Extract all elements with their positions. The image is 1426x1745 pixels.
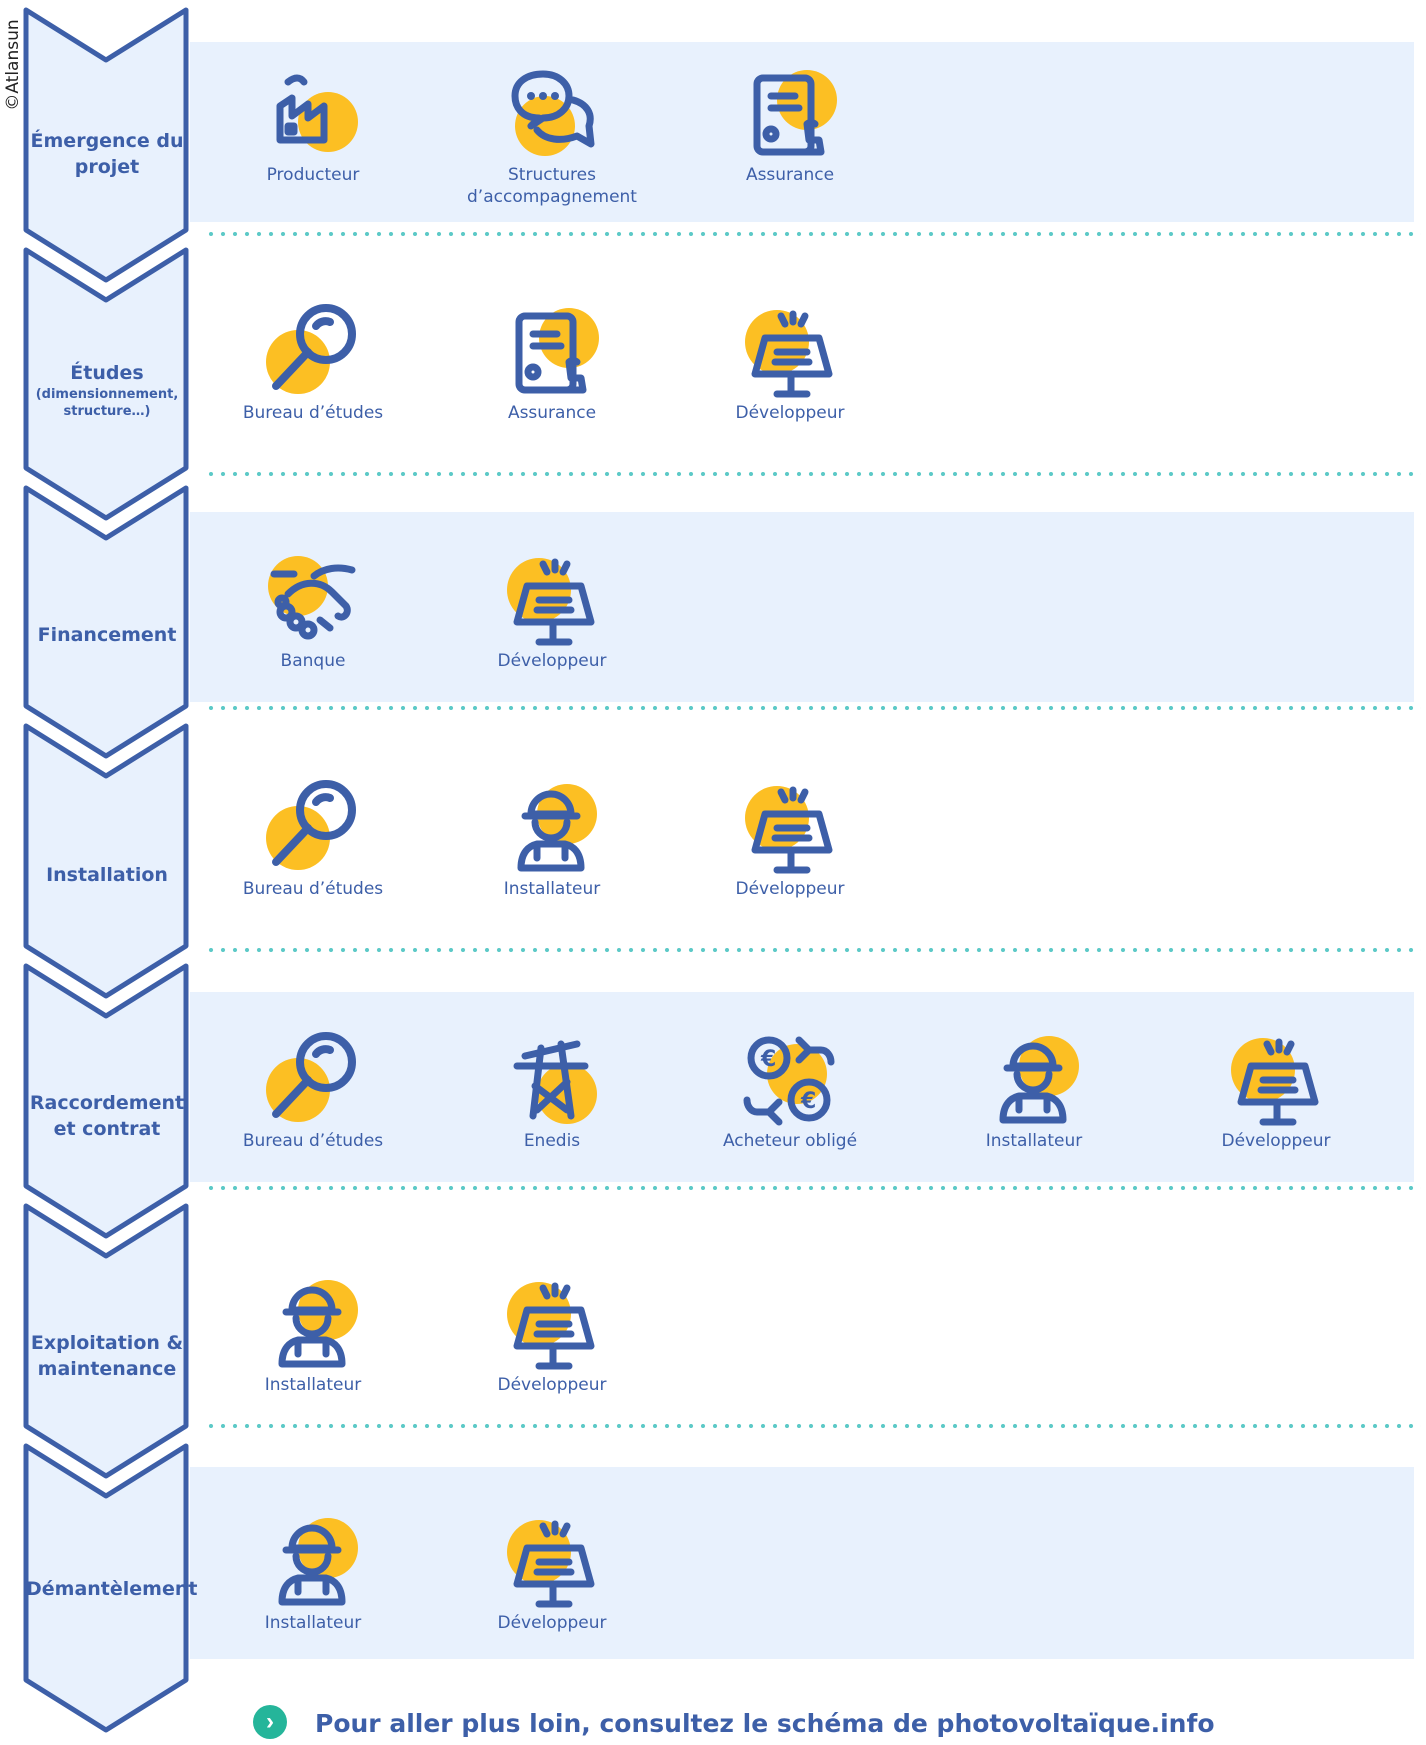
chevron-step-4 [23, 723, 189, 999]
actor-name: Développeur [735, 403, 845, 423]
actor-name: Installateur [985, 1131, 1083, 1151]
actor-card: Développeur [670, 774, 910, 900]
separator [205, 948, 1421, 952]
actor-card: Bureau d’études [193, 298, 433, 424]
actor-card: Structures d’accompagnement [432, 60, 672, 208]
actor-name: Acheteur obligé [722, 1131, 858, 1151]
actor-name: Développeur [497, 651, 607, 671]
actor-card: Développeur [432, 1508, 672, 1634]
stage-label: Installation [46, 864, 168, 886]
actor-name: Développeur [497, 1613, 607, 1633]
actor-card: Développeur [670, 298, 910, 424]
chevron-step-5 [23, 963, 189, 1239]
factory-icon [258, 60, 368, 170]
process-chevrons [23, 7, 189, 1733]
actor-name: Producteur [266, 165, 360, 185]
stage-band-3 [190, 512, 1414, 702]
actor-name: Enedis [523, 1131, 581, 1151]
magnifier-icon [258, 298, 368, 408]
chevron-step-2 [23, 247, 189, 521]
actor-card: Installateur [193, 1508, 433, 1634]
contract-stamp-icon [735, 60, 845, 170]
actor-name: Bureau d’études [242, 403, 384, 423]
actor-name: Bureau d’études [242, 879, 384, 899]
actor-card: Bureau d’études [193, 774, 433, 900]
worker-icon [258, 1270, 368, 1380]
actor-name: Installateur [264, 1375, 362, 1395]
actor-name: Assurance [745, 165, 835, 185]
actor-card: Bureau d’études [193, 1026, 433, 1152]
worker-icon [258, 1508, 368, 1618]
further-info-text[interactable]: Pour aller plus loin, consultez le schém… [315, 1709, 1215, 1738]
actor-card: Assurance [432, 298, 672, 424]
chevron-step-7 [23, 1443, 189, 1733]
solar-panel-icon [735, 298, 845, 408]
stage-sublabel: (dimensionnement, structure…) [35, 387, 179, 419]
separator [205, 706, 1421, 710]
pylon-icon [497, 1026, 607, 1136]
chevron-step-6 [23, 1203, 189, 1479]
worker-icon [979, 1026, 1089, 1136]
actor-card: Banque [193, 546, 433, 672]
separator [205, 1186, 1421, 1190]
solar-panel-icon [497, 1270, 607, 1380]
stage-label: Financement [37, 624, 177, 646]
separator [205, 232, 1421, 236]
stage-band-7 [190, 1467, 1414, 1659]
solar-panel-icon [497, 1508, 607, 1618]
actor-name: Développeur [1221, 1131, 1331, 1151]
actor-card: Développeur [432, 546, 672, 672]
stage-label: Émergence du projet [30, 130, 184, 178]
actor-name: Bureau d’études [242, 1131, 384, 1151]
chevron-right-icon: › [253, 1705, 287, 1739]
magnifier-icon [258, 1026, 368, 1136]
stage-label: Exploitation & maintenance [30, 1332, 184, 1380]
actor-card: Producteur [193, 60, 433, 186]
actor-name: Développeur [735, 879, 845, 899]
actor-card: Développeur [1156, 1026, 1396, 1152]
actor-card: Développeur [432, 1270, 672, 1396]
separator [205, 472, 1421, 476]
actor-card: Assurance [670, 60, 910, 186]
stage-label: Démantèlement [26, 1578, 198, 1600]
actor-name: Structures d’accompagnement [467, 165, 637, 207]
contract-stamp-icon [497, 298, 607, 408]
further-info-link[interactable]: › Pour aller plus loin, consultez le sch… [253, 1705, 1215, 1745]
actor-card: Installateur [914, 1026, 1154, 1152]
solar-panel-icon [735, 774, 845, 884]
chevron-step-3 [23, 485, 189, 759]
actor-name: Installateur [264, 1613, 362, 1633]
actor-card: Installateur [432, 774, 672, 900]
magnifier-icon [258, 774, 368, 884]
speech-bubbles-icon [497, 60, 607, 170]
handshake-icon [258, 546, 368, 656]
actor-name: Installateur [503, 879, 601, 899]
chevron-step-1 [23, 7, 189, 283]
actor-card: Installateur [193, 1270, 433, 1396]
actor-name: Banque [280, 651, 346, 671]
solar-panel-icon [1221, 1026, 1331, 1136]
solar-panel-icon [497, 546, 607, 656]
euro-exchange-icon [735, 1026, 845, 1136]
stage-label: Études(dimensionnement, structure…) [26, 360, 188, 420]
separator [205, 1424, 1421, 1428]
actor-name: Développeur [497, 1375, 607, 1395]
stage-label: Raccordement et contrat [29, 1092, 185, 1140]
actor-name: Assurance [507, 403, 597, 423]
actor-card: Acheteur obligé [670, 1026, 910, 1152]
actor-card: Enedis [432, 1026, 672, 1152]
worker-icon [497, 774, 607, 884]
